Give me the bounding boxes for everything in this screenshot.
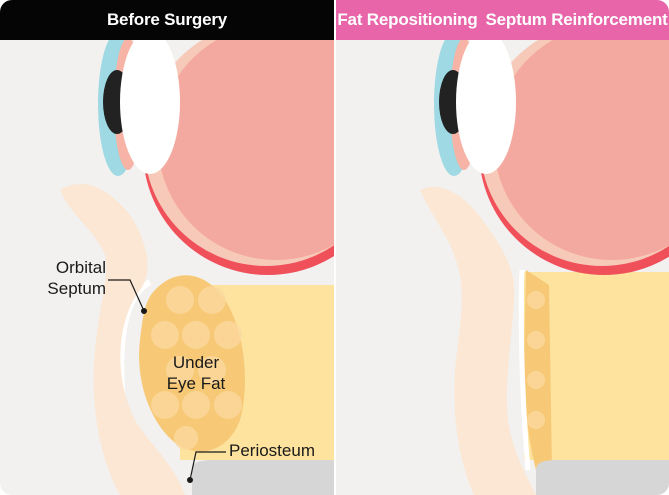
periosteum-label: Periosteum: [229, 441, 315, 460]
before-surgery-title: Before Surgery: [106, 10, 228, 29]
eyelid-skin: [60, 184, 185, 495]
septum-line: [518, 269, 531, 471]
septum-reinforcement-title: Septum Reinforcement: [485, 10, 668, 29]
eyeball: [158, 24, 334, 260]
orbital-septum-line-2: Septum: [47, 279, 106, 298]
eyelid-skin: [420, 186, 536, 495]
septum-lobules: [527, 291, 545, 429]
orbital-septum-label: Orbital Septum: [47, 257, 106, 299]
after-surgery-panel: Fat Repositioning Septum Reinforcement: [336, 0, 669, 495]
under-eye-fat-label: Under Eye Fat: [160, 352, 232, 394]
after-surgery-header: Fat Repositioning Septum Reinforcement: [336, 0, 669, 40]
under-eye-fat-line-2: Eye Fat: [166, 374, 226, 393]
orbital-septum-line-1: Orbital: [55, 258, 106, 277]
periosteum-leader: [189, 451, 226, 481]
panel-divider: [334, 0, 336, 495]
before-surgery-header: Before Surgery: [0, 0, 334, 40]
eyeball: [494, 24, 669, 260]
fat-lobules: [151, 286, 242, 450]
after-illustration: [336, 0, 669, 495]
under-eye-fat-line-1: Under: [172, 353, 220, 372]
bone: [192, 460, 334, 495]
before-surgery-panel: Before Surgery: [0, 0, 334, 495]
lens-highlight: [120, 30, 180, 174]
orbital-septum-leader: [108, 279, 145, 312]
periosteum-dot: [187, 477, 193, 483]
bone: [536, 460, 669, 495]
fat-repositioning-title: Fat Repositioning: [337, 10, 478, 29]
before-illustration: [0, 0, 334, 495]
lens-highlight: [456, 30, 516, 174]
orbital-septum-dot: [141, 308, 147, 314]
